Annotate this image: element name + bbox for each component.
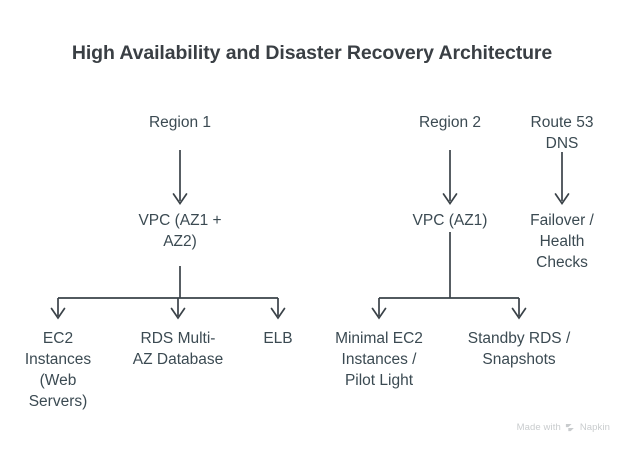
arrow-head-region1-to-vpc1 (172, 193, 188, 206)
arrow-head-minimal-ec2 (371, 307, 387, 320)
node-vpc-region-2[interactable]: VPC (AZ1) (412, 212, 488, 229)
arrow-head-route53-to-failover (554, 193, 570, 206)
watermark-brand: Napkin (579, 422, 610, 433)
napkin-logo-icon (565, 422, 576, 433)
node-minimal-ec2-pilot-light[interactable]: Minimal EC2 Instances / Pilot Light (335, 330, 423, 389)
arrow-head-elb (270, 307, 286, 320)
node-elb[interactable]: ELB (263, 330, 293, 347)
page-title: High Availability and Disaster Recovery … (71, 42, 553, 64)
node-failover-health-checks[interactable]: Failover / Health Checks (530, 212, 594, 271)
arrow-head-rds (170, 307, 186, 320)
node-region-1[interactable]: Region 1 (148, 114, 212, 131)
node-rds-multi-az[interactable]: RDS Multi- AZ Database (132, 330, 224, 368)
node-standby-rds-snapshots[interactable]: Standby RDS / Snapshots (467, 330, 571, 368)
watermark-text: Made with (516, 422, 561, 433)
node-route-53-dns[interactable]: Route 53 DNS (530, 114, 594, 152)
node-region-2[interactable]: Region 2 (418, 114, 482, 131)
arrow-head-region2-to-vpc2 (442, 193, 458, 206)
arrow-head-ec2 (50, 307, 66, 320)
watermark: Made with Napkin (517, 422, 610, 433)
arrow-head-standby-rds (511, 307, 527, 320)
node-vpc-region-1[interactable]: VPC (AZ1 + AZ2) (138, 212, 222, 250)
node-ec2-instances[interactable]: EC2 Instances (Web Servers) (24, 330, 92, 410)
